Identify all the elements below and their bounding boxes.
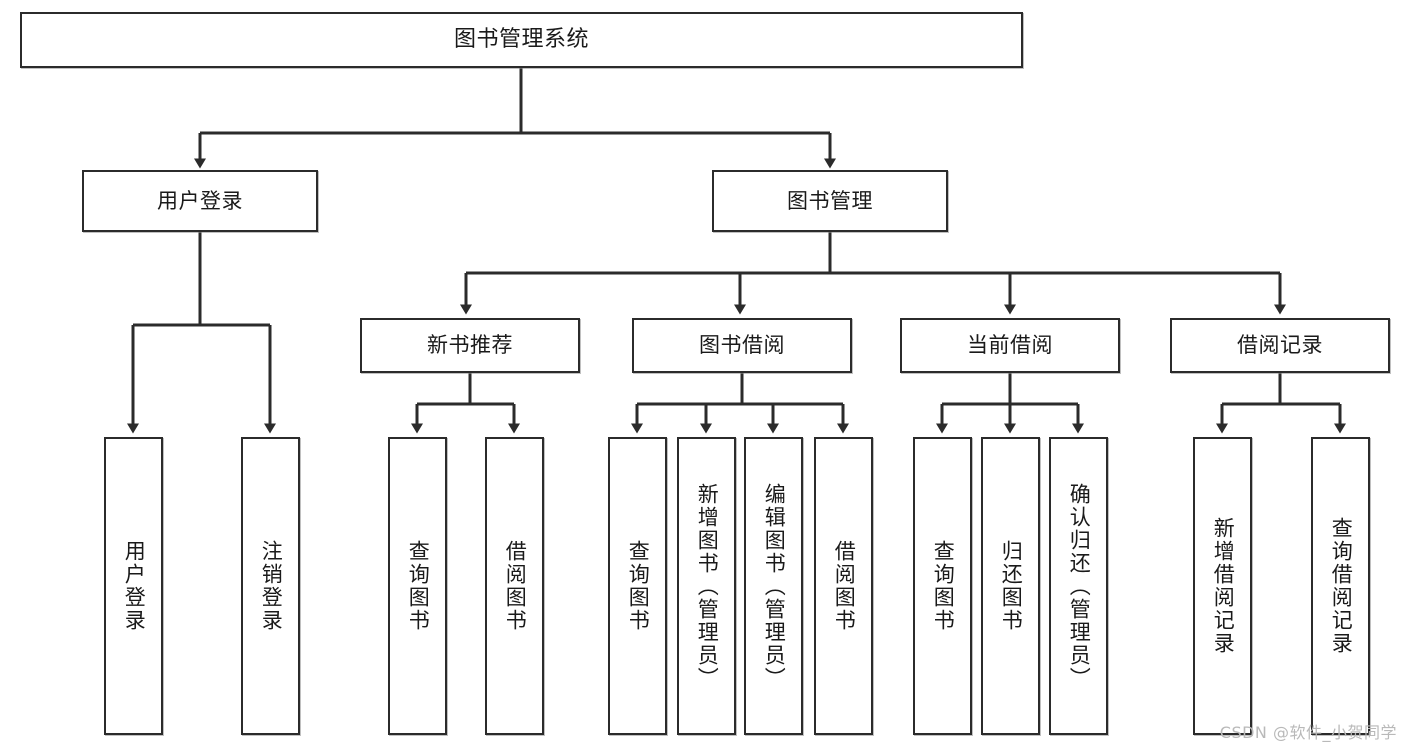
node-label: 查询图书: [406, 540, 431, 632]
node-book-borrow[interactable]: 图书借阅: [632, 318, 852, 373]
leaf-new-book-borrow-book[interactable]: 借阅图书: [485, 437, 544, 735]
node-label: 用户登录: [122, 540, 147, 632]
node-label: 图书管理: [787, 188, 873, 213]
leaf-current-borrow-query-book[interactable]: 查询图书: [913, 437, 972, 735]
leaf-borrow-record-query-record[interactable]: 查询借阅记录: [1311, 437, 1370, 735]
node-label: 新书推荐: [427, 333, 513, 358]
leaf-user-login-login[interactable]: 用户登录: [104, 437, 163, 735]
node-label: 新增借阅记录: [1211, 517, 1236, 655]
node-root-book-management-system[interactable]: 图书管理系统: [20, 12, 1023, 68]
node-label: 当前借阅: [967, 333, 1053, 358]
leaf-book-borrow-add-book-admin[interactable]: 新增图书（管理员）: [677, 437, 736, 735]
node-label: 查询借阅记录: [1329, 517, 1354, 655]
node-label: 借阅图书: [832, 540, 857, 632]
node-label: 用户登录: [157, 188, 243, 213]
node-label: 查询图书: [626, 540, 651, 632]
node-current-borrow[interactable]: 当前借阅: [900, 318, 1120, 373]
leaf-book-borrow-borrow-book[interactable]: 借阅图书: [814, 437, 873, 735]
node-borrow-record[interactable]: 借阅记录: [1170, 318, 1390, 373]
node-label: 注销登录: [259, 540, 284, 632]
leaf-book-borrow-edit-book-admin[interactable]: 编辑图书（管理员）: [744, 437, 803, 735]
node-label: 新增图书（管理员）: [695, 482, 720, 690]
node-label: 确认归还（管理员）: [1067, 482, 1092, 690]
node-label: 归还图书: [999, 540, 1024, 632]
node-label: 图书管理系统: [453, 27, 589, 53]
leaf-book-borrow-query-book[interactable]: 查询图书: [608, 437, 667, 735]
leaf-current-borrow-confirm-return-admin[interactable]: 确认归还（管理员）: [1049, 437, 1108, 735]
node-new-book-recommend[interactable]: 新书推荐: [360, 318, 580, 373]
node-label: 图书借阅: [699, 333, 785, 358]
node-label: 编辑图书（管理员）: [762, 482, 787, 690]
leaf-borrow-record-add-record[interactable]: 新增借阅记录: [1193, 437, 1252, 735]
node-user-login[interactable]: 用户登录: [82, 170, 318, 232]
node-label: 借阅记录: [1237, 333, 1323, 358]
leaf-new-book-query-book[interactable]: 查询图书: [388, 437, 447, 735]
leaf-user-login-logout[interactable]: 注销登录: [241, 437, 300, 735]
node-book-management[interactable]: 图书管理: [712, 170, 948, 232]
node-label: 查询图书: [931, 540, 956, 632]
csdn-watermark: CSDN @软件_小贺同学: [1219, 723, 1397, 742]
leaf-current-borrow-return-book[interactable]: 归还图书: [981, 437, 1040, 735]
node-label: 借阅图书: [503, 540, 528, 632]
